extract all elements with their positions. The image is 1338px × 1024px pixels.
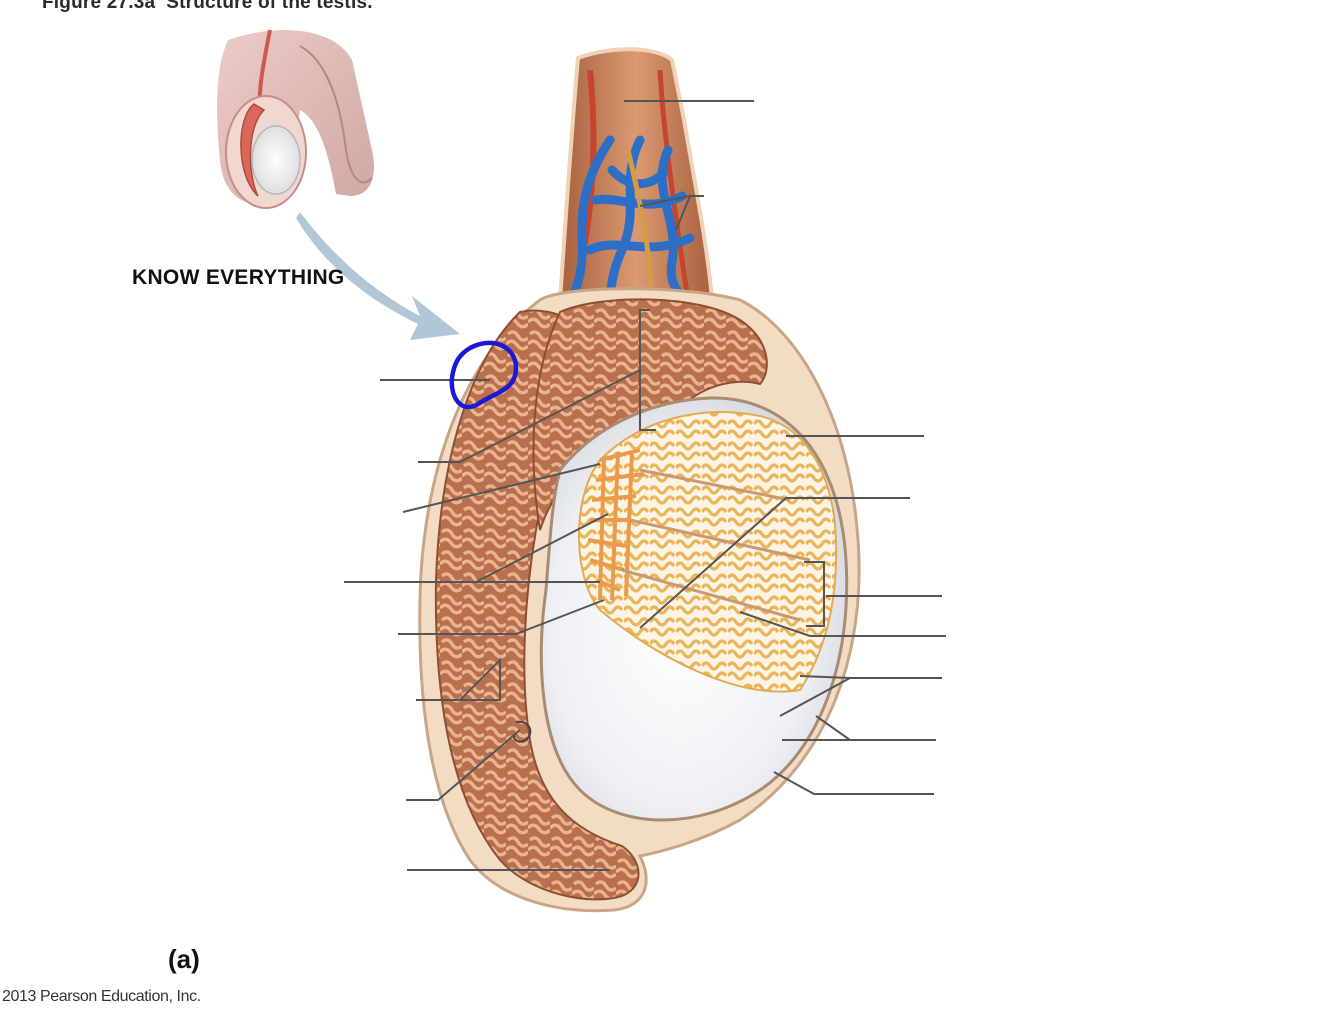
figure-title: Figure 27.3a Structure of the testis.	[42, 0, 373, 13]
leader-line-head-epididymis	[418, 369, 641, 463]
leader-line-duct-epididymis	[406, 729, 521, 801]
leader-line-tunica-albuginea	[739, 611, 946, 637]
leader-line-rete-testis	[344, 513, 609, 583]
annotation-text: KNOW EVERYTHING	[132, 266, 345, 289]
pointer-arrow	[296, 212, 460, 340]
septa	[621, 468, 811, 622]
leader-line-cavity	[782, 715, 936, 741]
leader-line-body-epididymis	[416, 657, 501, 701]
inset-overview	[217, 29, 374, 209]
hook-mark	[513, 720, 532, 743]
leader-line-efferent-ductule	[402, 463, 601, 513]
seminiferous-tubules	[578, 411, 838, 693]
spermatic-cord	[557, 47, 715, 309]
leader-line-straight-tubule	[398, 599, 605, 635]
leader-line-scrotum	[773, 771, 934, 795]
lobule-bracket	[804, 561, 825, 627]
copyright-credit: 2013 Pearson Education, Inc.	[2, 988, 201, 1005]
leader-lines	[344, 100, 946, 871]
panel-label: (a)	[168, 944, 200, 974]
leader-line-blood-vessels	[639, 195, 704, 231]
leader-line-seminiferous	[639, 497, 910, 629]
leader-line-tunica-vaginalis	[779, 675, 942, 717]
annotation-circle	[449, 340, 519, 410]
rete-testis	[587, 448, 645, 601]
